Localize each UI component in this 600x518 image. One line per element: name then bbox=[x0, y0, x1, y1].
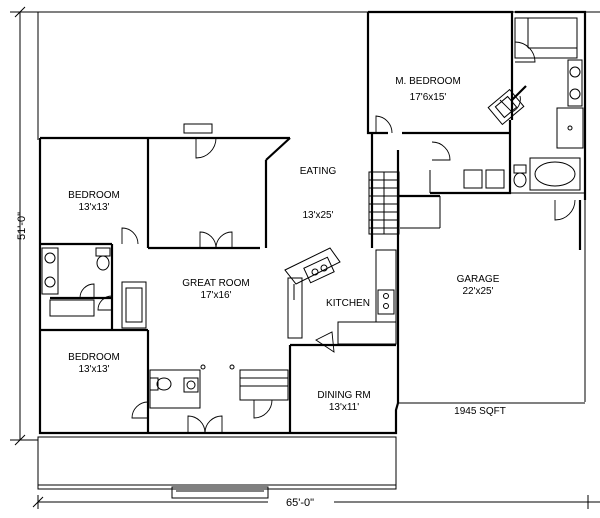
bedroom-2: BEDROOM 13'x13' bbox=[68, 352, 149, 419]
dining-room: DINING RM 13'x11' bbox=[317, 390, 370, 413]
foyer bbox=[187, 369, 289, 434]
width-dimension-label: 65'-0" bbox=[286, 497, 314, 509]
master-bedroom-size: 17'6x15' bbox=[410, 92, 447, 103]
eating-name: EATING bbox=[300, 166, 337, 177]
area-label: 1945 SQFT bbox=[454, 406, 506, 417]
powder-room bbox=[149, 364, 235, 409]
kitchen-name: KITCHEN bbox=[326, 298, 370, 309]
depth-dimension-label: 51'-0" bbox=[16, 212, 28, 240]
dining-size: 13'x11' bbox=[329, 402, 359, 413]
interior-walls bbox=[40, 133, 400, 433]
master-bedroom-name: M. BEDROOM bbox=[395, 76, 461, 87]
great-room-size: 17'x16' bbox=[200, 290, 231, 301]
width-dimension: 65'-0" bbox=[32, 494, 600, 509]
garage-name: GARAGE bbox=[457, 274, 500, 285]
front-porch bbox=[37, 436, 397, 499]
bedroom-1-name: BEDROOM bbox=[68, 190, 120, 201]
master-suite: M. BEDROOM 17'6x15' bbox=[375, 17, 584, 193]
kitchen: KITCHEN bbox=[284, 247, 397, 353]
garage-entry bbox=[398, 194, 441, 229]
bedroom-2-size: 13'x13' bbox=[78, 364, 109, 375]
exterior-walls bbox=[38, 10, 587, 435]
eating-area: EATING 13'x25' bbox=[300, 166, 400, 235]
bedroom-1: BEDROOM 13'x13' bbox=[68, 190, 139, 245]
garage: GARAGE 22'x25' bbox=[398, 192, 586, 404]
depth-dimension: 51'-0" bbox=[14, 6, 28, 446]
bedroom-1-size: 13'x13' bbox=[78, 202, 109, 213]
great-room: GREAT ROOM 17'x16' bbox=[182, 123, 250, 301]
bedroom-2-name: BEDROOM bbox=[68, 352, 120, 363]
garage-size: 22'x25' bbox=[462, 286, 493, 297]
great-room-name: GREAT ROOM bbox=[182, 278, 249, 289]
eating-size: 13'x25' bbox=[302, 210, 333, 221]
dining-name: DINING RM bbox=[317, 390, 370, 401]
hall-bath bbox=[41, 247, 147, 329]
